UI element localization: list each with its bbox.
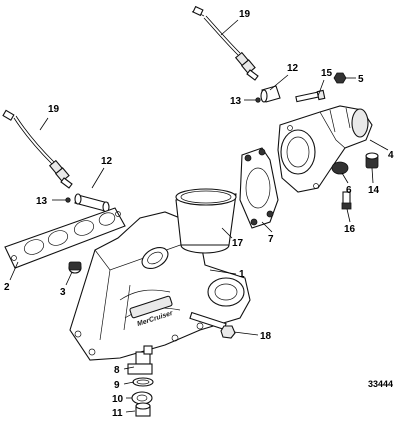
callout-19-upper: 19 bbox=[239, 9, 251, 20]
callout-8: 8 bbox=[114, 365, 120, 376]
plug-3 bbox=[68, 261, 82, 274]
sensor-boss-left bbox=[65, 193, 110, 213]
plug-11 bbox=[135, 402, 151, 417]
leader-lines bbox=[9, 19, 389, 413]
manifold-gasket bbox=[4, 207, 126, 269]
callout-13-left: 13 bbox=[36, 196, 48, 207]
callout-13-upper: 13 bbox=[230, 96, 242, 107]
oxygen-sensor-upper bbox=[191, 5, 259, 81]
sensor-boss-upper bbox=[255, 85, 281, 103]
callout-19-left: 19 bbox=[48, 104, 60, 115]
bolt-18 bbox=[189, 311, 236, 339]
callout-16: 16 bbox=[344, 224, 356, 235]
exhaust-sleeve bbox=[175, 188, 237, 254]
callout-12-upper: 12 bbox=[287, 63, 299, 74]
bolt-15 bbox=[295, 89, 326, 103]
nut-5 bbox=[333, 72, 347, 84]
callout-11: 11 bbox=[112, 408, 123, 419]
fitting-8 bbox=[127, 345, 153, 375]
callout-3: 3 bbox=[60, 287, 66, 298]
figure-number: 33444 bbox=[368, 379, 393, 389]
oxygen-sensor-left bbox=[2, 109, 73, 189]
callout-17: 17 bbox=[232, 238, 244, 249]
callout-labels: 19 12 13 15 5 4 6 14 16 7 17 19 12 13 2 … bbox=[4, 9, 394, 419]
callout-2: 2 bbox=[4, 282, 10, 293]
elbow-gasket bbox=[239, 147, 279, 229]
fitting-16 bbox=[341, 191, 352, 210]
callout-14: 14 bbox=[368, 185, 380, 196]
cap-6 bbox=[331, 161, 349, 175]
callout-4: 4 bbox=[388, 150, 394, 161]
callout-10: 10 bbox=[112, 394, 124, 405]
callout-9: 9 bbox=[114, 380, 120, 391]
plug-14 bbox=[365, 152, 379, 169]
callout-18: 18 bbox=[260, 331, 272, 342]
washer-10 bbox=[131, 391, 153, 405]
o-ring-9 bbox=[132, 377, 154, 387]
exhaust-elbow bbox=[277, 105, 373, 193]
callout-5: 5 bbox=[358, 74, 364, 85]
callout-12-left: 12 bbox=[101, 156, 113, 167]
callout-15: 15 bbox=[321, 68, 333, 79]
callout-7: 7 bbox=[268, 234, 274, 245]
callout-6: 6 bbox=[346, 185, 352, 196]
callout-1: 1 bbox=[239, 269, 245, 280]
